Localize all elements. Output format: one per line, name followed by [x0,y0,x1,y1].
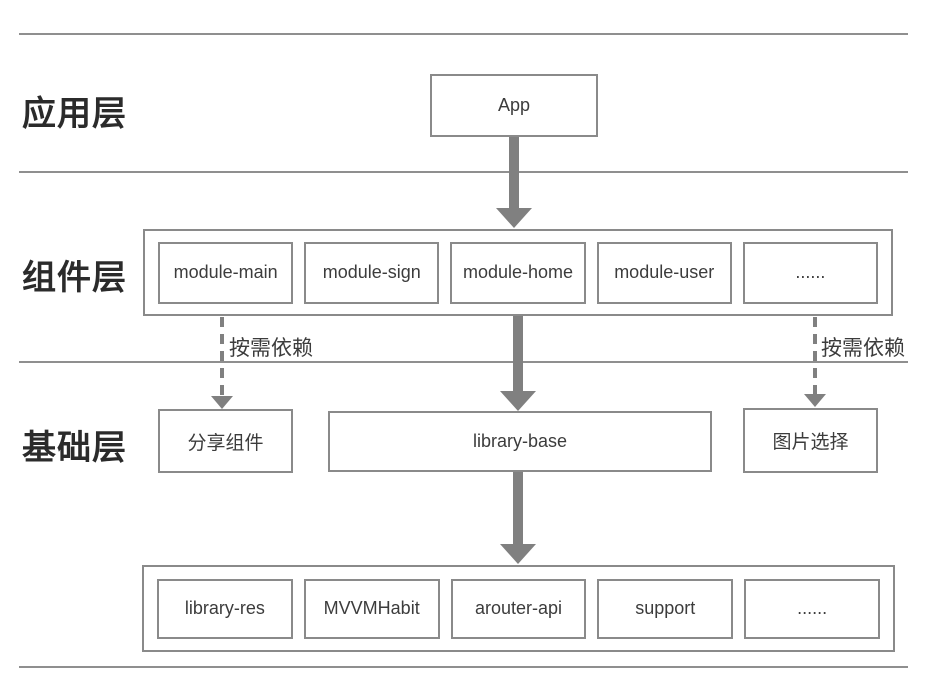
layer-label-application: 应用层 [22,95,127,133]
module-main-node: module-main [158,241,294,304]
arrow-down-icon [500,544,536,564]
separator-line-bottom [19,666,908,668]
arrow-down-icon [496,208,532,228]
on-demand-label-right: 按需依赖 [821,337,905,360]
arrow-down-icon [500,391,536,411]
picture-picker-node: 图片选择 [743,408,878,473]
module-user-node: module-user [596,241,732,304]
module-sign-node: module-sign [304,241,440,304]
support-node: support [597,578,734,639]
foundation-group: library-res MVVMHabit arouter-api suppor… [142,565,895,652]
separator-line-component-base [19,361,908,363]
share-component-node: 分享组件 [158,409,293,473]
layer-label-base: 基础层 [22,429,127,467]
library-res-node: library-res [157,578,293,639]
arrow-library-to-foundation-shaft [513,472,523,545]
module-home-node: module-home [450,241,586,304]
dashed-arrow-down-icon [211,396,233,409]
dashed-arrow-down-icon [804,394,826,407]
module-more-node: ...... [742,241,879,304]
on-demand-label-left: 按需依赖 [229,337,313,360]
arrow-app-to-components-shaft [509,137,519,209]
arrow-components-to-library-shaft [513,316,523,392]
app-node: App [430,74,598,137]
separator-line-app-component [19,171,908,173]
component-layer-group: module-main module-sign module-home modu… [143,229,893,316]
layer-label-component: 组件层 [22,259,127,297]
mvvmhabit-node: MVVMHabit [303,578,440,639]
dashed-arrow-left-line [220,317,224,396]
foundation-more-node: ...... [744,578,880,639]
separator-line-top [19,33,908,35]
library-base-node: library-base [328,411,712,472]
dashed-arrow-right-line [813,317,817,394]
arouter-api-node: arouter-api [450,578,587,639]
